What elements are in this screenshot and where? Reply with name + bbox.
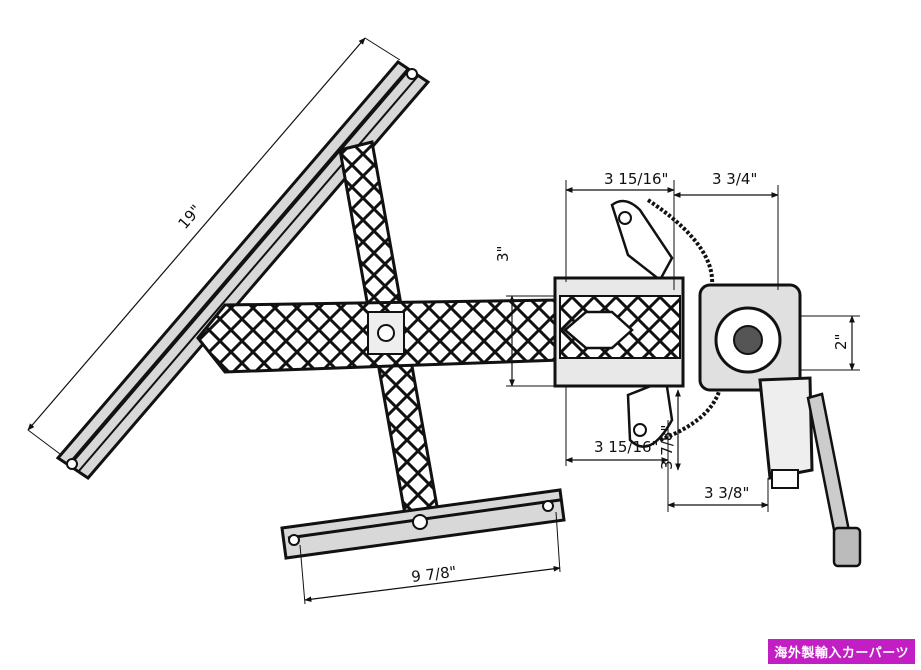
gear-bracket — [553, 198, 722, 448]
rail-length-dimension: 19" — [27, 37, 401, 455]
bracket-height-label: 3" — [494, 246, 512, 262]
bottom-rail — [280, 488, 566, 560]
motor-height-dimension: 2" — [800, 315, 860, 371]
bottom-right-dimension-label: 3 3/8" — [704, 484, 749, 502]
bracket-height-dimension: 3" — [494, 246, 556, 387]
horizontal-arm — [196, 298, 562, 374]
motor-height-label: 2" — [832, 334, 850, 350]
top-left-dimension-label: 3 15/16" — [604, 170, 668, 188]
small-vertical-label: 3 7/8" — [658, 425, 676, 470]
top-dimensions: 3 15/16" 3 3/4" — [565, 170, 779, 290]
motor-assembly — [698, 283, 862, 568]
rail-length-label: 19" — [174, 201, 205, 232]
top-right-dimension-label: 3 3/4" — [712, 170, 757, 188]
watermark-badge: 海外製輸入カーパーツ — [768, 639, 915, 664]
bottom-dimensions: 3 15/16" 3 3/8" 3 7/8" — [565, 386, 769, 512]
bottom-rail-dimension: 9 7/8" — [299, 511, 561, 605]
bottom-rail-label: 9 7/8" — [410, 563, 457, 586]
bottom-left-dimension-label: 3 15/16" — [594, 438, 658, 456]
